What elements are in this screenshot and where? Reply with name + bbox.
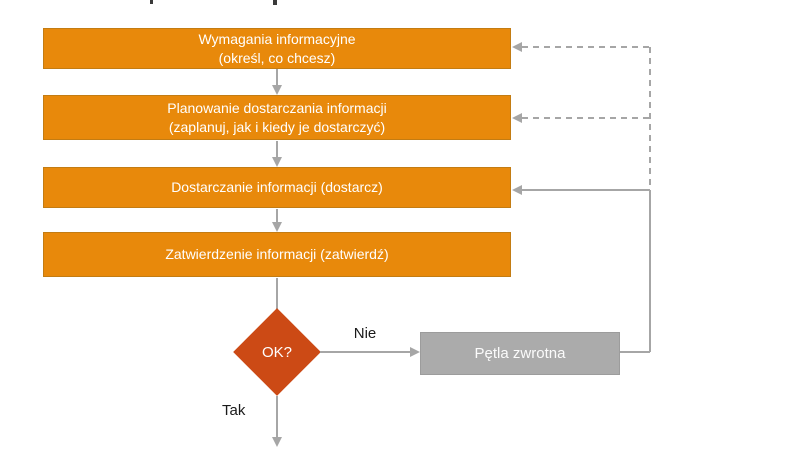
process-box-line: Zatwierdzenie informacji (zatwierdź) [165, 246, 389, 262]
feedback-loop-box: Pętla zwrotna [420, 332, 620, 375]
connector-line [276, 396, 278, 438]
process-box-line: Wymagania informacyjne [198, 30, 356, 47]
process-box-line: (zaplanuj, jak i kiedy je dostarczyć) [168, 118, 386, 135]
cropped-text-fragment [150, 0, 153, 4]
arrow-left-icon [512, 185, 522, 195]
arrow-left-icon [512, 42, 522, 52]
process-box-information-delivery: Dostarczanie informacji (dostarcz) [43, 167, 511, 208]
arrow-down-icon [272, 222, 282, 232]
connector-line [276, 209, 278, 224]
branch-label-yes: Tak [222, 402, 246, 419]
dashed-feedback-line [522, 46, 650, 48]
arrow-down-icon [272, 157, 282, 167]
feedback-loop-label: Pętla zwrotna [474, 345, 566, 362]
dashed-feedback-line [522, 117, 650, 119]
dashed-feedback-line [649, 47, 651, 190]
process-box-line: Dostarczanie informacji (dostarcz) [171, 179, 383, 195]
connector-line [276, 141, 278, 159]
process-box-delivery-planning: Planowanie dostarczania informacji (zapl… [43, 95, 511, 140]
branch-label-no: Nie [353, 325, 377, 342]
feedback-line [522, 189, 650, 191]
arrow-down-icon [272, 437, 282, 447]
arrow-right-icon [410, 347, 420, 357]
decision-label: OK? [261, 343, 292, 361]
connector-line [320, 351, 410, 353]
process-box-information-approval: Zatwierdzenie informacji (zatwierdź) [43, 232, 511, 277]
cropped-text-fragment [273, 0, 277, 5]
process-box-information-requirements: Wymagania informacyjne (określ, co chces… [43, 28, 511, 69]
arrow-left-icon [512, 113, 522, 123]
arrow-down-icon [272, 85, 282, 95]
feedback-line [649, 190, 651, 352]
process-box-line: (określ, co chcesz) [218, 49, 336, 66]
feedback-line [620, 351, 650, 353]
connector-line [276, 278, 278, 309]
process-box-line: Planowanie dostarczania informacji [167, 99, 387, 116]
connector-line [276, 69, 278, 87]
